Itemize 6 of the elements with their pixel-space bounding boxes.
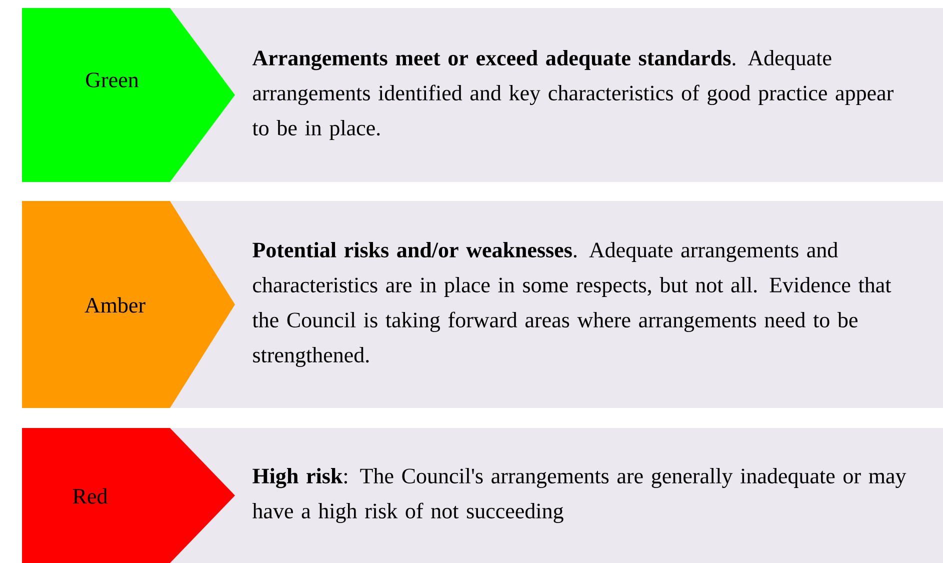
rating-tag: Red: [22, 428, 235, 563]
rating-tag: Green: [22, 8, 235, 182]
description-panel: Potential risks and/or weaknesses. Adequate arrangements and characteristics are in place in some respects, but not all. Evidence that the Council is taking forward areas where arrangements need to be strengthened.: [170, 201, 943, 408]
description-panel: Arrangements meet or exceed adequate standards. Adequate arrangements identified and key characteristics of good practice appear to be in place.: [170, 8, 943, 182]
description-panel: High risk: The Council's arrangements are generally inadequate or may have a high risk of not succeeding: [170, 428, 943, 563]
rating-tag: Amber: [22, 201, 235, 408]
